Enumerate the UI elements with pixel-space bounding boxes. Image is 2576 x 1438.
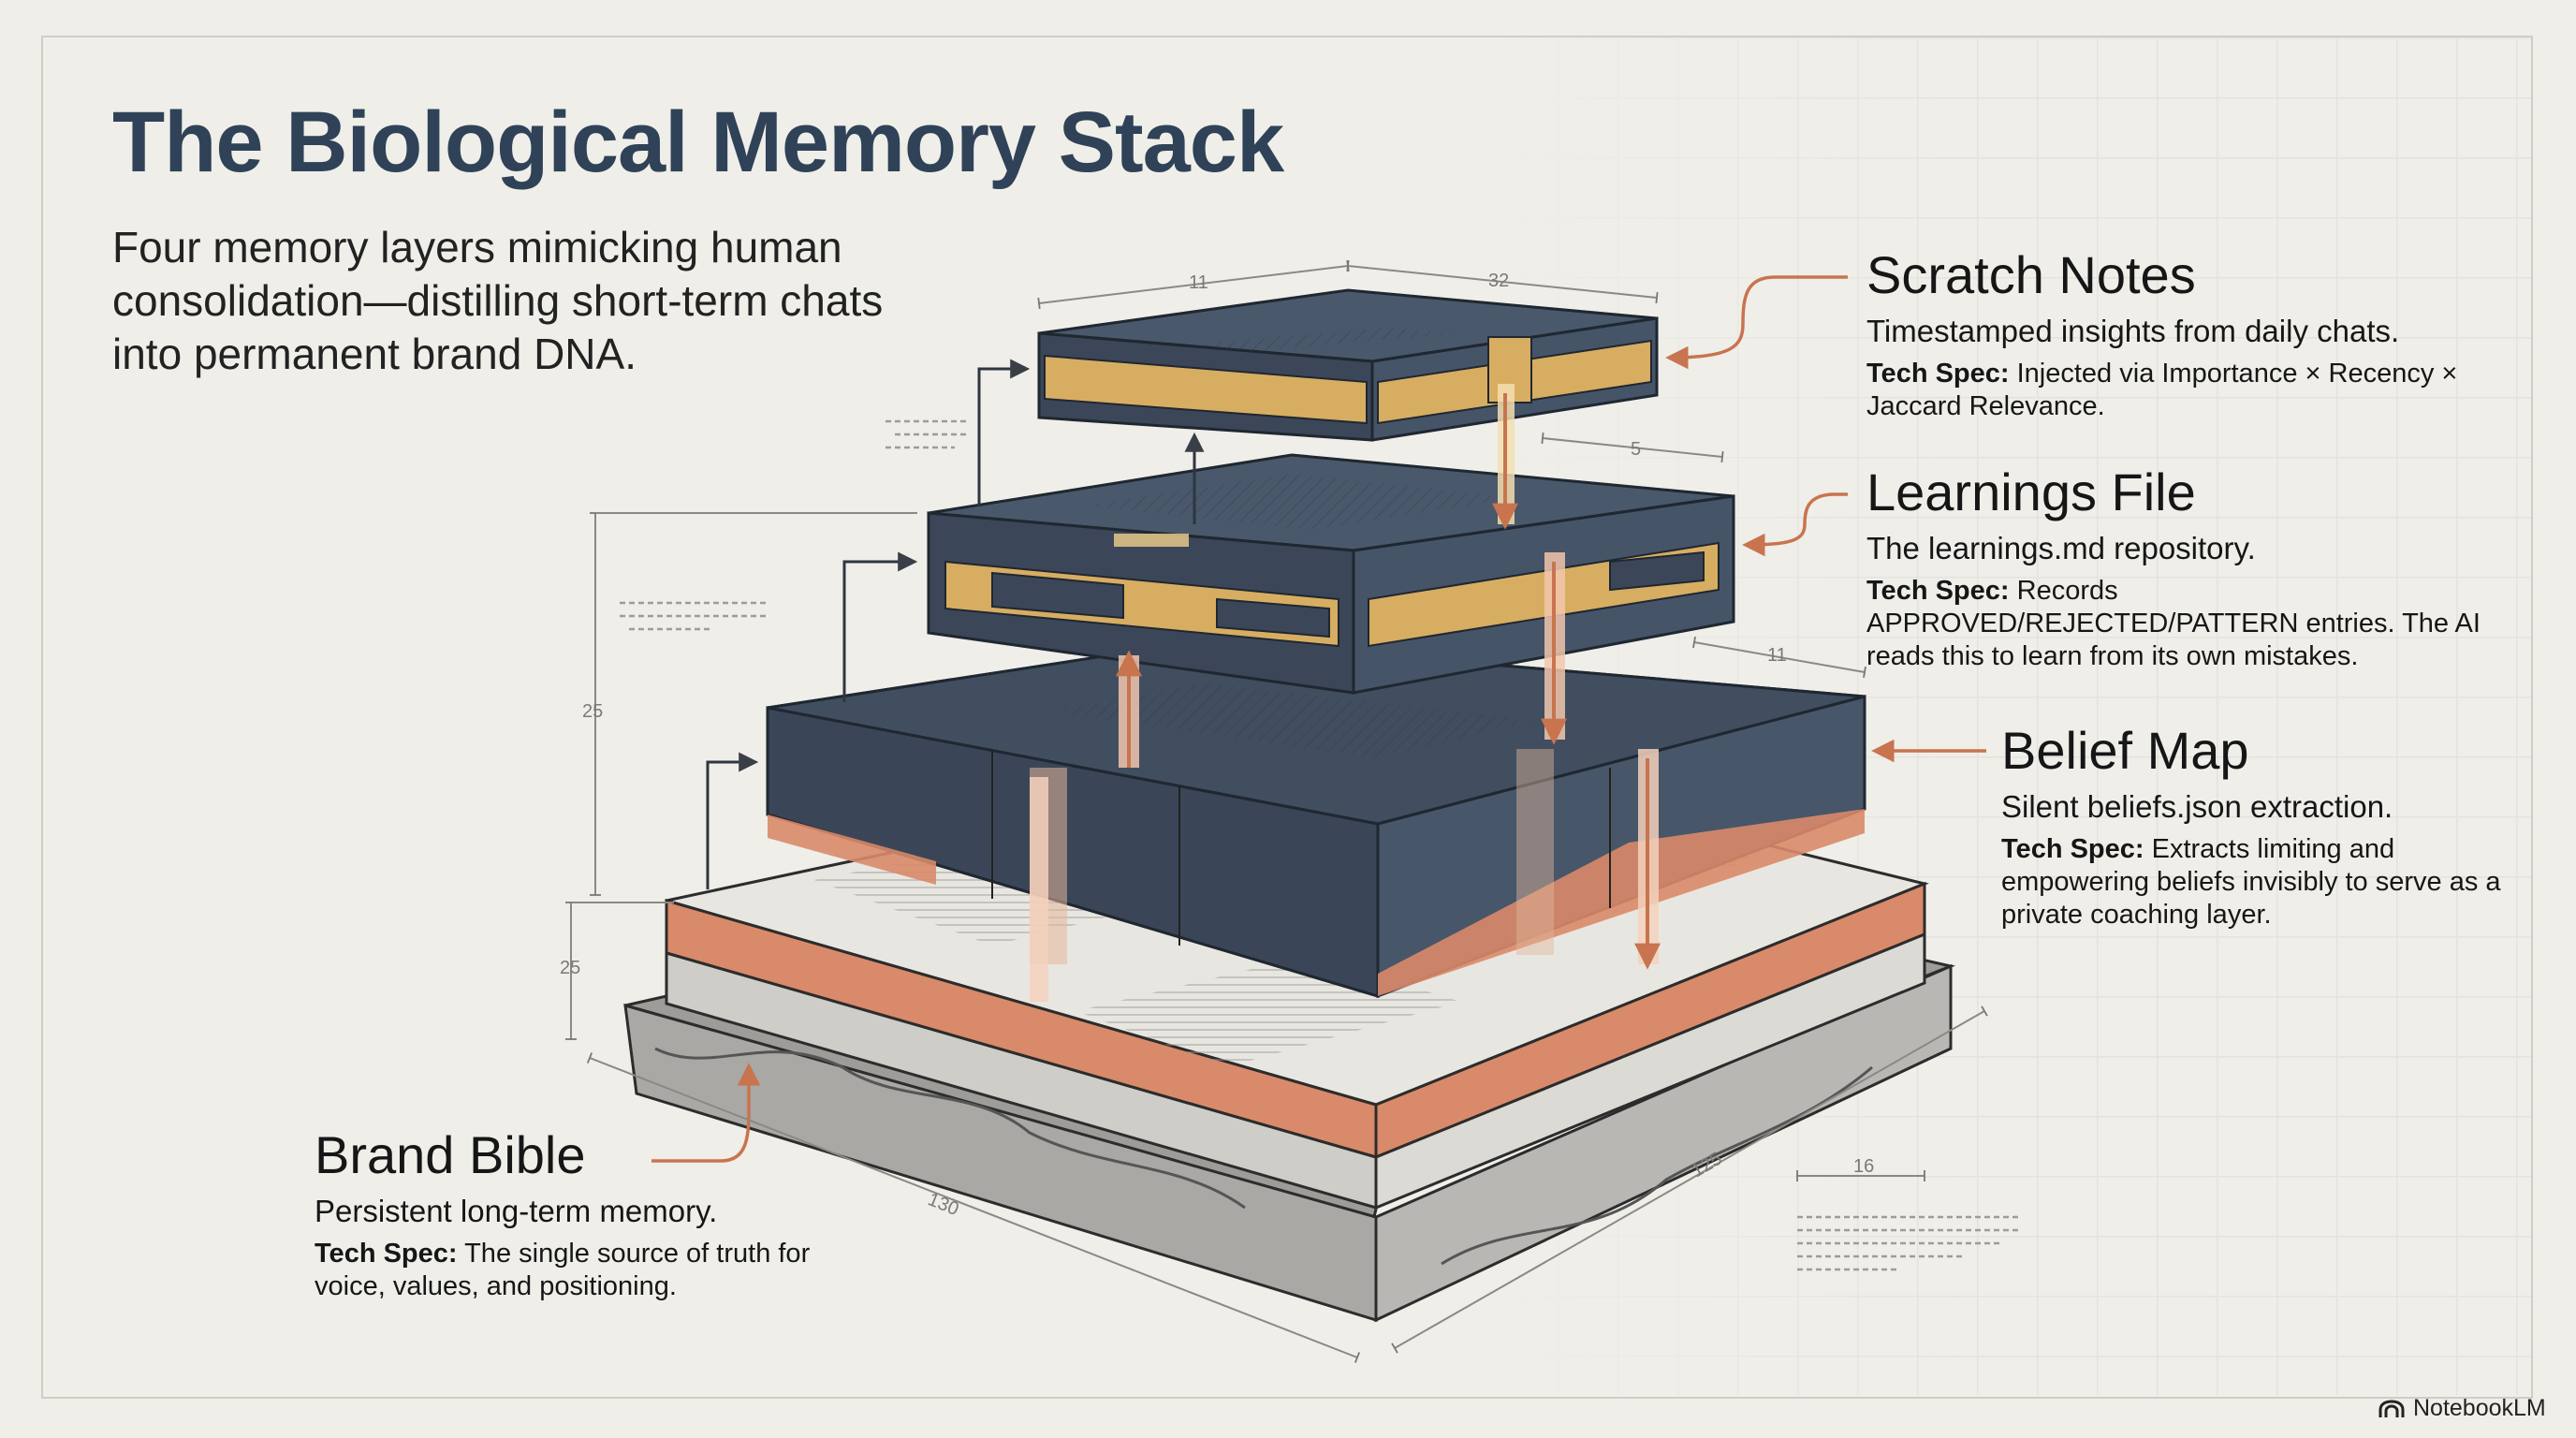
label-belief-map: Belief Map Silent beliefs.json extractio… <box>2001 721 2525 932</box>
blueprint-annotations <box>620 419 2022 1271</box>
notebooklm-icon <box>2378 1399 2405 1417</box>
label-scratch-notes: Scratch Notes Timestamped insights from … <box>1866 245 2540 423</box>
flow-arrows <box>1116 393 1661 970</box>
dim-label: 11 <box>1767 645 1787 666</box>
layer-name: Brand Bible <box>315 1125 586 1184</box>
tech-spec: Tech Spec: Extracts limiting and empower… <box>2001 834 2501 930</box>
layer-description: Persistent long-term memory. <box>315 1194 718 1228</box>
dim-label: 16 <box>1853 1156 1874 1177</box>
page-subtitle: Four memory layers mimicking human conso… <box>112 223 884 378</box>
dim-label: 11 <box>1189 272 1208 293</box>
layer-description: Timestamped insights from daily chats. <box>1866 314 2400 348</box>
tech-spec: Tech Spec: Injected via Importance × Rec… <box>1866 359 2458 421</box>
label-learnings-file: Learnings File The learnings.md reposito… <box>1866 462 2540 673</box>
layer-description: Silent beliefs.json extraction. <box>2001 789 2393 824</box>
page-title: The Biological Memory Stack <box>112 95 1284 190</box>
dim-label: 25 <box>582 701 603 722</box>
layer-name: Belief Map <box>2001 721 2249 780</box>
layer-name: Scratch Notes <box>1866 245 2196 304</box>
memory-flow-channels <box>1030 384 1659 1002</box>
diagram-frame <box>41 36 2533 1399</box>
dim-label: 5 <box>1631 439 1641 460</box>
tech-spec: Tech Spec: Records APPROVED/REJECTED/PAT… <box>1866 576 2481 671</box>
dim-label: 25 <box>560 958 580 978</box>
brand-name: NotebookLM <box>2413 1395 2546 1421</box>
dimension-lines <box>565 259 1988 1363</box>
dim-label: 130 <box>925 1189 961 1220</box>
label-brand-bible: Brand Bible Persistent long-term memory.… <box>315 1125 876 1303</box>
dim-label: 32 <box>1488 271 1509 291</box>
layer-learnings-file <box>927 453 1735 695</box>
layer-belief-map <box>766 638 1866 999</box>
layer-scratch-notes <box>1037 288 1659 442</box>
tech-spec: Tech Spec: The single source of truth fo… <box>315 1239 811 1301</box>
layer-name: Learnings File <box>1866 462 2196 521</box>
layer-description: The learnings.md repository. <box>1866 531 2256 565</box>
up-arrows <box>706 359 1205 889</box>
notebooklm-badge[interactable]: NotebookLM <box>2378 1395 2546 1422</box>
